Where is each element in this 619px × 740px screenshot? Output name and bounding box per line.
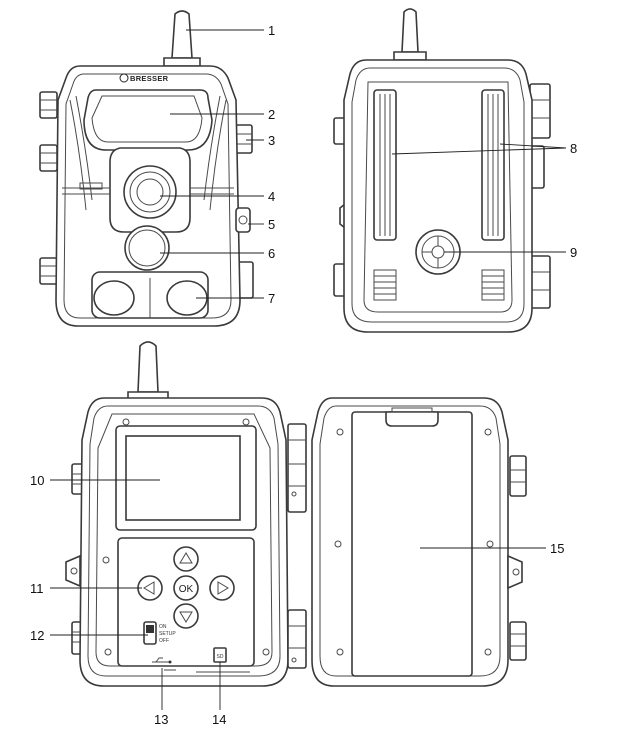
callout-11: 11 [30, 581, 44, 596]
callout-6: 6 [268, 246, 275, 261]
side-clips-left-front [39, 91, 58, 285]
svg-text:SETUP: SETUP [159, 631, 176, 637]
power-switch[interactable]: ON SETUP OFF [143, 621, 176, 645]
ir-led-panel [83, 89, 213, 151]
front-view: BRESSER [39, 10, 275, 327]
callout-5: 5 [268, 217, 275, 232]
left-button[interactable] [137, 575, 163, 601]
side-clips-right-front [235, 124, 254, 299]
strap-slot-right [481, 89, 505, 241]
brand-logo: BRESSER [119, 73, 169, 83]
lcd-screen [125, 435, 241, 521]
back-view: 8 9 [333, 8, 577, 333]
svg-text:OFF: OFF [159, 638, 169, 644]
sd-card-slot[interactable]: SD [213, 647, 227, 663]
antenna-back [393, 8, 427, 61]
svg-text:ON: ON [159, 624, 167, 630]
antenna-front [163, 10, 201, 67]
battery-compartment [351, 411, 473, 677]
callout-2: 2 [268, 107, 275, 122]
callout-3: 3 [268, 133, 275, 148]
down-button[interactable] [173, 603, 199, 629]
strap-slot-left [373, 89, 397, 241]
antenna-open [127, 341, 169, 401]
callout-4: 4 [268, 189, 275, 204]
svg-text:BRESSER: BRESSER [130, 74, 169, 83]
up-button[interactable] [173, 546, 199, 572]
camera-lens [123, 165, 177, 219]
lock-eyelet-front [235, 207, 251, 233]
svg-text:OK: OK [179, 584, 194, 595]
callout-1: 1 [268, 23, 275, 38]
callout-7: 7 [268, 291, 275, 306]
callout-12: 12 [30, 628, 44, 643]
callout-15: 15 [550, 541, 564, 556]
pir-sensor [124, 225, 170, 271]
ok-button[interactable]: OK [173, 575, 199, 601]
svg-text:SD: SD [217, 654, 224, 660]
callout-10: 10 [30, 473, 44, 488]
callout-8: 8 [570, 141, 577, 156]
callout-14: 14 [212, 712, 226, 727]
right-button[interactable] [209, 575, 235, 601]
open-view: OK ON SETUP OFF SD [30, 341, 564, 727]
callout-9: 9 [570, 245, 577, 260]
usb-icon [152, 657, 172, 664]
callout-13: 13 [154, 712, 168, 727]
ir-led-left [93, 280, 135, 316]
